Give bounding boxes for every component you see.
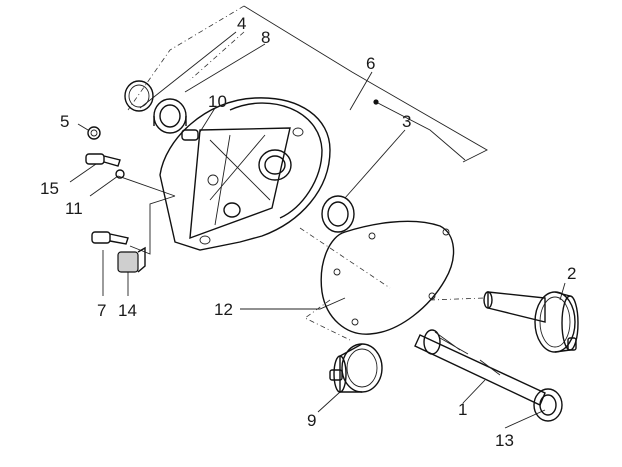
- callout-8: 8: [261, 28, 270, 47]
- gasket-part: [320, 220, 455, 335]
- small-bearing-part: [533, 388, 563, 422]
- callout-7: 7: [97, 301, 106, 320]
- dowel-pin-part: [181, 129, 199, 141]
- callout-9: 9: [307, 411, 316, 430]
- small-fasteners: [85, 126, 146, 273]
- callout-14: 14: [118, 301, 137, 320]
- output-gear-shaft-part: [483, 291, 579, 353]
- callout-4: 4: [237, 14, 246, 33]
- callout-1: 1: [458, 400, 467, 419]
- intermediate-gear-part: [329, 343, 383, 393]
- callout-12: 12: [214, 300, 233, 319]
- leader-lines: [69, 5, 566, 429]
- primary-shaft-part: [414, 329, 546, 406]
- callout-10: 10: [208, 92, 227, 111]
- bearing-part: [153, 98, 187, 134]
- callout-3: 3: [402, 112, 411, 131]
- housing-cover-part: [159, 97, 379, 251]
- callout-15: 15: [40, 179, 59, 198]
- oil-seal-part: [321, 195, 355, 233]
- callout-13: 13: [495, 431, 514, 450]
- callout-2: 2: [567, 264, 576, 283]
- callout-11: 11: [65, 199, 83, 218]
- callout-5: 5: [60, 112, 69, 131]
- callout-6: 6: [366, 54, 375, 73]
- snap-ring-part: [124, 80, 154, 112]
- callout-labels: 1 2 3 4 5 6 7 8 9 10 11 12 13 14 15: [40, 14, 576, 450]
